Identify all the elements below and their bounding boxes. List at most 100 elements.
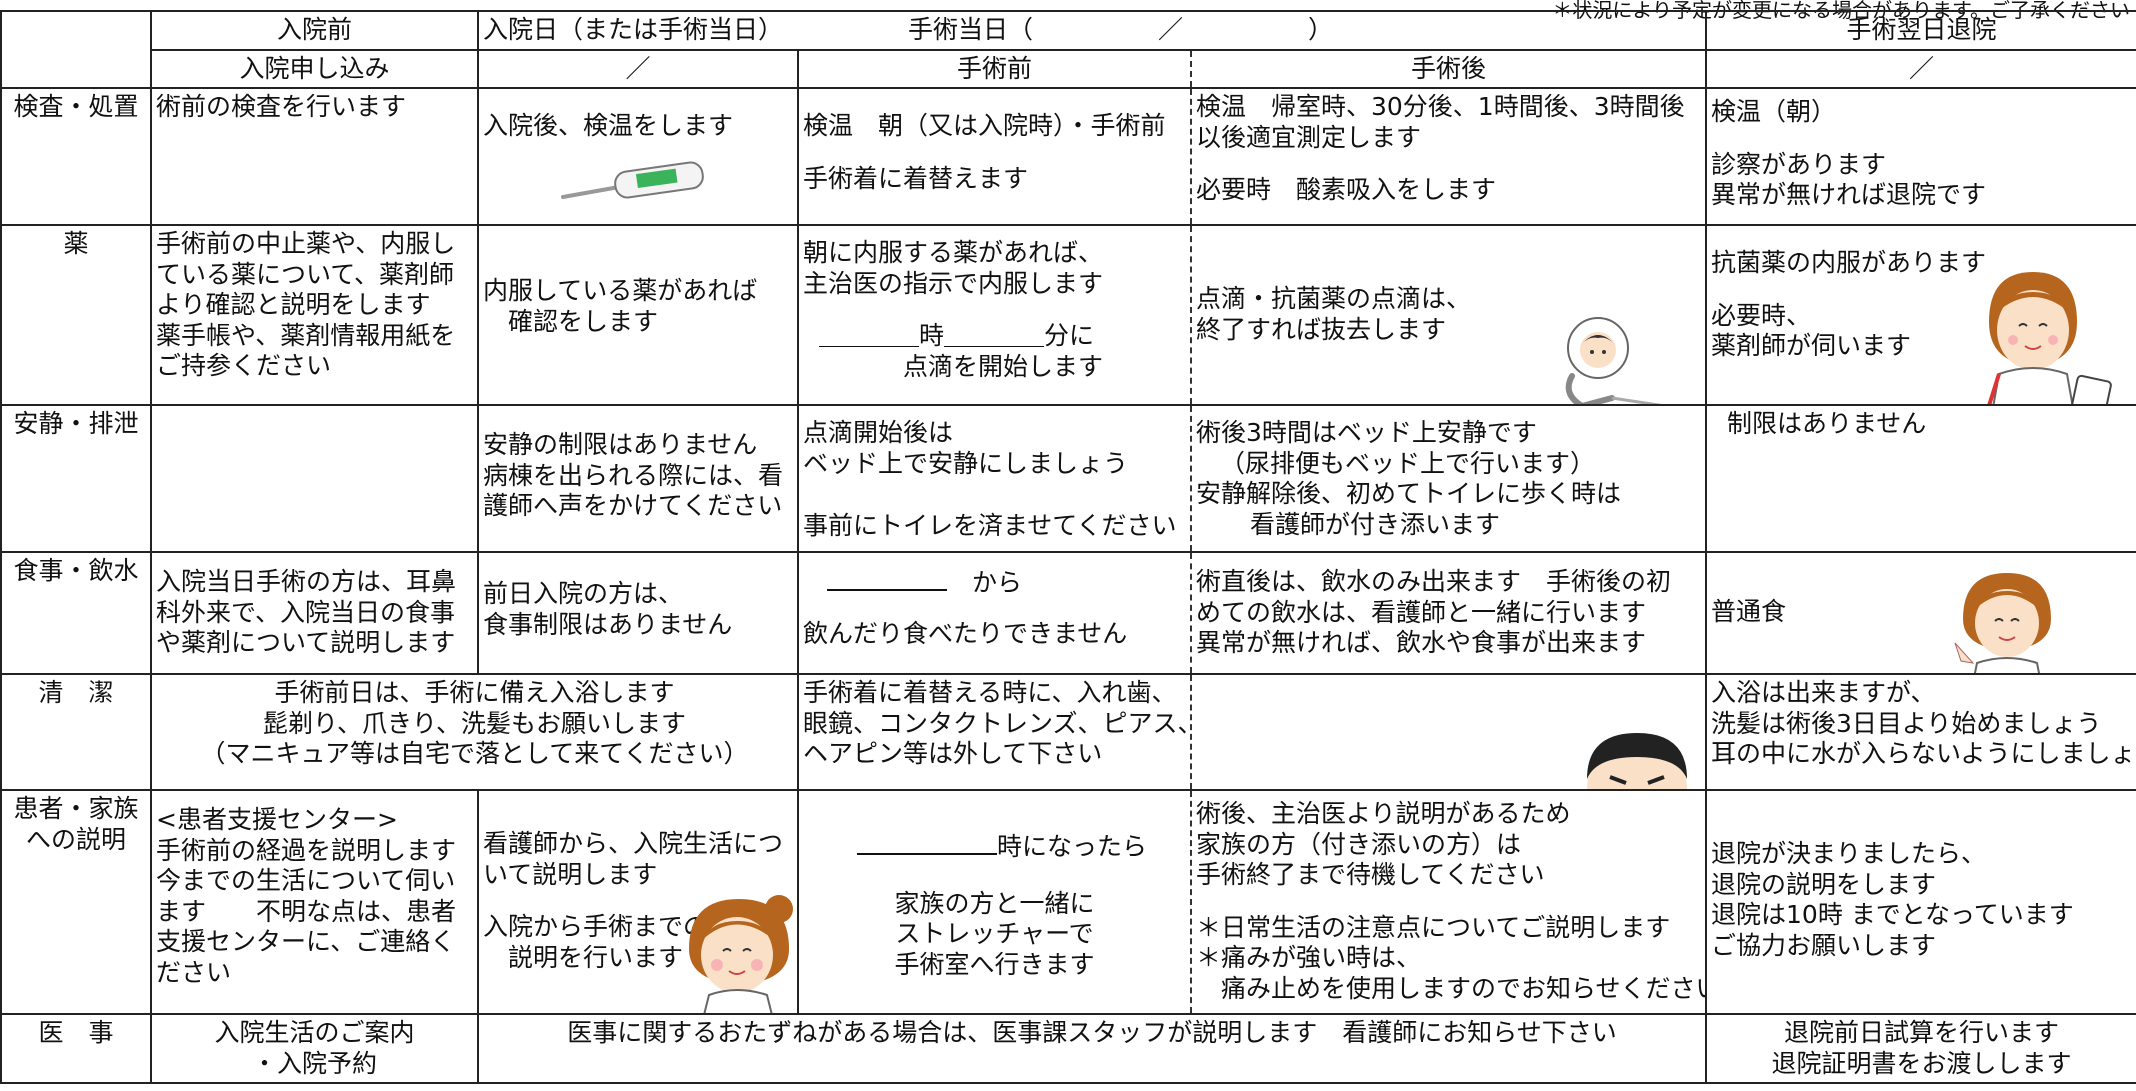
medicine-after-cell: 点滴・抗菌薬の点滴は、 終了すれば抜去します xyxy=(1189,224,1708,406)
explain-next-cell: 退院が決まりましたら、 退院の説明をします 退院は10時 までとなっています ご… xyxy=(1705,789,2136,1015)
cell-text: 安静解除後、初めてトイレに歩く時は xyxy=(1196,479,1622,508)
cell-text: 点滴・抗菌薬の点滴は、 xyxy=(1196,284,1472,313)
cell-text: 家族の方と一緒に xyxy=(894,888,1095,918)
cell-text: 入院生活のご案内 xyxy=(214,1018,415,1047)
sub-next-header: ／ xyxy=(1705,48,2136,89)
cell-text: ・入院予約 xyxy=(251,1048,377,1078)
cell-text: 痛み止めを使用しますのでお知らせください xyxy=(1196,973,1707,1003)
col-admit-header: 入院日（または手術当日） xyxy=(477,10,798,51)
explain-admit-cell: 看護師から、入院生活について説明します 入院から手術までの 説明を行います xyxy=(477,789,799,1015)
meal-pre-cell: 入院当日手術の方は、耳鼻科外来で、入院当日の食事や薬剤について説明します xyxy=(150,551,479,675)
row-medicine: 薬 手術前の中止薬や、内服している薬について、薬剤師より確認と説明をします 薬手… xyxy=(0,224,2136,406)
cell-text: 退院の説明をします xyxy=(1711,869,1937,899)
cell-text: 耳の中に水が入らないようにしましょう xyxy=(1711,739,2136,768)
rest-next-cell: 制限はありません xyxy=(1705,404,2136,553)
admin-next-cell: 退院前日試算を行います 退院証明書をお渡しします xyxy=(1705,1013,2136,1084)
cell-text: 看護師から、入院生活について説明します xyxy=(483,829,784,889)
meal-admit-cell: 前日入院の方は、 食事制限はありません xyxy=(477,551,799,675)
row-label: 食事・飲水 xyxy=(0,551,152,675)
cell-text: ご協力お願いします xyxy=(1711,930,1937,960)
cell-text: 終了すれば抜去します xyxy=(1196,314,1447,344)
exam-next-cell: 検温（朝） 診察があります 異常が無ければ退院です xyxy=(1705,87,2136,226)
explain-before-cell: 時になったら 家族の方と一緒に ストレッチャーで 手術室へ行きます xyxy=(797,789,1192,1015)
col-next-day-header: 手術翌日退院 xyxy=(1705,10,2136,51)
cell-text: 手術終了まで待機してください xyxy=(1196,860,1545,889)
cell-text: ＿＿＿＿時＿＿＿＿分に xyxy=(819,321,1095,350)
sub-after-header: 手術後 xyxy=(1189,48,1708,89)
cell-text: 家族の方（付き添いの方）は xyxy=(1196,829,1522,859)
explain-after-cell: 術後、主治医より説明があるため 家族の方（付き添いの方）は 手術終了まで待機して… xyxy=(1189,789,1708,1015)
cell-text: 入院後、検温をします xyxy=(483,111,734,140)
row-explain: 患者・家族への説明 <患者支援センター> 手術前の経過を説明します今までの生活に… xyxy=(0,789,2136,1015)
cell-text: 看護師が付き添います xyxy=(1250,509,1501,539)
cell-text: めての飲水は、看護師と一緒に行います xyxy=(1196,597,1647,627)
exam-pre-cell: 術前の検査を行います xyxy=(150,87,479,226)
cell-text: 髭剃り、爪きり、洗髪もお願いします xyxy=(262,708,686,738)
header-row-2: 入院申し込み ／ 手術前 手術後 ／ xyxy=(1,48,2136,89)
cell-text: 手術前日は、手術に備え入浴します xyxy=(274,678,675,707)
cell-text: 退院前日試算を行います xyxy=(1784,1018,2060,1047)
cell-text: 護師へ声をかけてください xyxy=(483,491,783,520)
medicine-pre-cell: 手術前の中止薬や、内服している薬について、薬剤師より確認と説明をします 薬手帳や… xyxy=(150,224,479,406)
cell-text: 点滴を開始します xyxy=(903,351,1104,381)
cell-text: 制限はありません xyxy=(1727,409,1927,438)
sub-admit-header: ／ xyxy=(477,48,799,89)
cell-text: 検温 帰室時、30分後、1時間後、3時間後 xyxy=(1196,92,1685,121)
cell-text: 手術着に着替える時に、入れ歯、 xyxy=(803,678,1177,707)
cell-text: 検温 朝（又は入院時）・手術前 xyxy=(803,111,1166,140)
cell-text: 手術前の経過を説明します今までの生活について伺います 不明な点は、患者支援センタ… xyxy=(156,835,457,987)
cell-text: （尿排便もベッド上で行います） xyxy=(1220,448,1596,478)
cell-text: 入院当日手術の方は、耳鼻科外来で、入院当日の食事や薬剤について説明します xyxy=(156,567,457,657)
cell-text: 時になったら xyxy=(803,831,1186,863)
rest-admit-cell: 安静の制限はありません 病棟を出られる際には、看 護師へ声をかけてください xyxy=(477,404,799,553)
cell-text: 必要時、 xyxy=(1711,300,1812,330)
cell-text: 朝に内服する薬があれば、 xyxy=(803,238,1104,267)
cell-text: 手術着に着替えます xyxy=(803,163,1029,193)
exam-before-cell: 検温 朝（又は入院時）・手術前 手術着に着替えます xyxy=(797,87,1192,226)
explain-pre-cell: <患者支援センター> 手術前の経過を説明します今までの生活について伺います 不明… xyxy=(150,789,479,1015)
cell-text: ストレッチャーで xyxy=(895,919,1094,948)
cell-text: 医事に関するおたずねがある場合は、医事課スタッフが説明します 看護師にお知らせ下… xyxy=(567,1018,1617,1047)
doctor-illustration xyxy=(1587,733,1687,788)
cell-text: 異常が無ければ退院です xyxy=(1711,180,1987,209)
medicine-next-cell: 抗菌薬の内服があります 必要時、 薬剤師が伺います xyxy=(1705,224,2136,406)
cell-text: 術前の検査を行います xyxy=(156,92,407,121)
cell-text: 入浴は出来ますが、 xyxy=(1711,678,1936,707)
rest-before-cell: 点滴開始後は ベッド上で安静にしましょう 事前にトイレを済ませてください xyxy=(797,404,1192,553)
patient-in-bed-illustration xyxy=(1565,317,1656,403)
cell-text: <患者支援センター> xyxy=(156,805,398,834)
cell-text: 異常が無ければ、飲水や食事が出来ます xyxy=(1196,628,1647,657)
cell-text: ＊痛みが強い時は、 xyxy=(1196,943,1422,972)
corner-cell xyxy=(0,10,152,89)
thermometer-illustration xyxy=(561,161,704,199)
admin-pre-cell: 入院生活のご案内 ・入院予約 xyxy=(150,1013,479,1084)
cell-text: 洗髪は術後3日目より始めましょう xyxy=(1711,708,2102,738)
cell-text: 必要時 酸素吸入をします xyxy=(1196,175,1497,204)
cell-text: （マニキュア等は自宅で落として来てください） xyxy=(200,739,749,768)
cell-text: 確認をします xyxy=(483,306,659,336)
cell-text: 退院証明書をお渡しします xyxy=(1771,1048,2072,1078)
meal-after-cell: 術直後は、飲水のみ出来ます 手術後の初 めての飲水は、看護師と一緒に行います 異… xyxy=(1189,551,1708,675)
cell-text: 薬剤師が伺います xyxy=(1711,331,1912,360)
cell-text: 以後適宜測定します xyxy=(1196,122,1422,152)
row-exam: 検査・処置 術前の検査を行います 入院後、検温をします 検温 朝（又は入院時）・… xyxy=(0,87,2136,226)
row-label: 患者・家族への説明 xyxy=(0,789,152,1015)
rest-after-cell: 術後3時間はベッド上安静です （尿排便もベッド上で行います） 安静解除後、初めて… xyxy=(1189,404,1708,553)
time-blank xyxy=(827,567,947,591)
row-rest: 安静・排泄 安静の制限はありません 病棟を出られる際には、看 護師へ声をかけてく… xyxy=(0,404,2136,553)
pharmacist-illustration xyxy=(1987,272,2112,403)
cell-text: 安静の制限はありません xyxy=(483,430,758,459)
hygiene-after-cell xyxy=(1189,673,1708,791)
cell-text: 抗菌薬の内服があります xyxy=(1711,248,1987,277)
admin-mid-cell: 医事に関するおたずねがある場合は、医事課スタッフが説明します 看護師にお知らせ下… xyxy=(476,1013,1708,1084)
cell-text: ベッド上で安静にしましょう xyxy=(803,448,1129,478)
cell-text: 入院から手術までの xyxy=(483,912,709,941)
meal-before-cell: から 飲んだり食べたりできません xyxy=(797,551,1192,675)
cell-text: 眼鏡、コンタクトレンズ、ピアス、 xyxy=(803,708,1191,738)
row-label: 検査・処置 xyxy=(0,87,152,226)
hygiene-before-cell: 手術着に着替える時に、入れ歯、 眼鏡、コンタクトレンズ、ピアス、 ヘアピン等は外… xyxy=(797,673,1192,791)
cell-text: 退院は10時 までとなっています xyxy=(1711,900,2074,929)
cell-text: 手術室へ行きます xyxy=(894,949,1095,979)
cell-text: ヘアピン等は外して下さい xyxy=(803,739,1103,768)
nurse-guiding-illustration xyxy=(689,895,793,1012)
